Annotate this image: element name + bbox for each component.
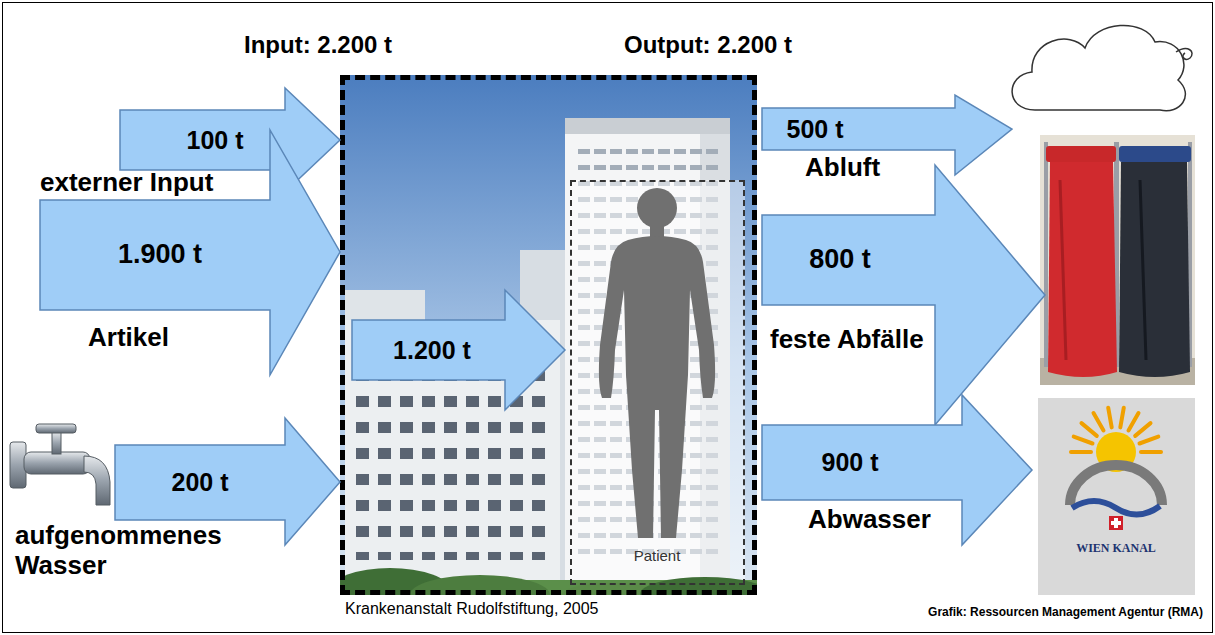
output-arrow: 500 tAbluft bbox=[762, 95, 1012, 175]
waste-bags-photo bbox=[1040, 135, 1195, 385]
ray bbox=[1094, 413, 1104, 430]
patient-label: Patient bbox=[634, 547, 681, 564]
blue-lid bbox=[1119, 146, 1191, 162]
cloud-symbol bbox=[1012, 25, 1192, 110]
black-bag bbox=[1119, 162, 1190, 377]
hospital-frame: Krankenanstalt Rudolfstiftung, 20051.200… bbox=[340, 75, 757, 595]
block-arrow bbox=[762, 165, 1045, 425]
red-bag bbox=[1048, 162, 1117, 377]
wien-kanal-logo bbox=[1038, 398, 1195, 595]
sky bbox=[340, 75, 757, 595]
flow-value: 100 t bbox=[187, 126, 244, 155]
patient-overlay bbox=[570, 180, 745, 585]
cloud bbox=[1012, 25, 1185, 110]
ray bbox=[1140, 437, 1159, 444]
bag-fold bbox=[1060, 180, 1066, 360]
block-arrow bbox=[762, 95, 1012, 175]
bag-fold bbox=[1140, 180, 1146, 360]
flow-label: externer Input bbox=[40, 168, 213, 198]
input-arrow: 100 texterner Input bbox=[120, 88, 340, 192]
flow-value: 1.200 t bbox=[393, 336, 471, 365]
arrow-shape bbox=[762, 165, 1045, 425]
logo-ground bbox=[1038, 398, 1195, 595]
flow-value: 800 t bbox=[809, 244, 871, 275]
block-arrow bbox=[762, 395, 1032, 545]
flow-label: Abwasser bbox=[808, 505, 931, 535]
ray bbox=[1135, 423, 1150, 436]
tap-spout bbox=[84, 456, 110, 505]
vienna-shield bbox=[1109, 516, 1123, 530]
internal-arrow: 1.200 t bbox=[352, 290, 565, 410]
ray bbox=[1108, 408, 1112, 428]
flow-label: aufgenommenes Wasser bbox=[15, 521, 265, 581]
flow-value: 500 t bbox=[787, 115, 844, 144]
input-arrow: 200 taufgenommenes Wasser bbox=[115, 418, 340, 545]
flow-value: 1.900 t bbox=[118, 239, 202, 270]
frame-bar bbox=[1044, 142, 1048, 367]
flow-value: 900 t bbox=[822, 448, 879, 477]
shield-cross bbox=[1111, 521, 1121, 525]
head bbox=[637, 188, 677, 228]
cloud-swirl bbox=[1176, 49, 1192, 60]
output-arrow: 800 t feste Abfälle bbox=[762, 165, 1045, 425]
output-total: Output: 2.200 t bbox=[624, 31, 792, 59]
flow-label: Artikel bbox=[88, 323, 169, 353]
ray bbox=[1129, 413, 1139, 430]
outer-frame bbox=[3, 3, 1213, 633]
neck bbox=[650, 224, 664, 238]
hospital-photo bbox=[340, 75, 757, 595]
red-lid bbox=[1046, 146, 1116, 162]
input-total: Input: 2.200 t bbox=[244, 31, 392, 59]
source-credit: Grafik: Ressourcen Management Agentur (R… bbox=[928, 606, 1203, 620]
block-arrow bbox=[40, 130, 340, 375]
water-wave bbox=[1072, 501, 1160, 515]
flow-label: feste Abfälle bbox=[770, 325, 924, 355]
patient-box: Patient bbox=[570, 180, 745, 585]
output-arrow: 900 t Abwasser bbox=[762, 395, 1032, 545]
block-arrow bbox=[352, 290, 565, 410]
input-arrow: 1.900 t Artikel bbox=[40, 130, 340, 375]
tap-body bbox=[24, 452, 90, 474]
ray bbox=[1082, 423, 1097, 436]
hospital-caption: Krankenanstalt Rudolfstiftung, 2005 bbox=[345, 600, 599, 618]
ray bbox=[1120, 408, 1124, 428]
tap-stem bbox=[52, 432, 61, 454]
tap-handle bbox=[36, 424, 76, 433]
photo-ground bbox=[1040, 135, 1195, 385]
flow-label: Abluft bbox=[805, 153, 880, 183]
logo-text: WIEN KANAL bbox=[1076, 542, 1156, 556]
patient-silhouette bbox=[599, 188, 715, 538]
water-tap-icon bbox=[10, 424, 110, 505]
ray bbox=[1071, 450, 1091, 454]
tower-roof bbox=[565, 118, 730, 134]
body bbox=[599, 236, 715, 538]
flow-value: 200 t bbox=[172, 468, 229, 497]
canal-arch bbox=[1070, 465, 1162, 505]
ray bbox=[1141, 450, 1161, 454]
ray bbox=[1074, 437, 1093, 444]
